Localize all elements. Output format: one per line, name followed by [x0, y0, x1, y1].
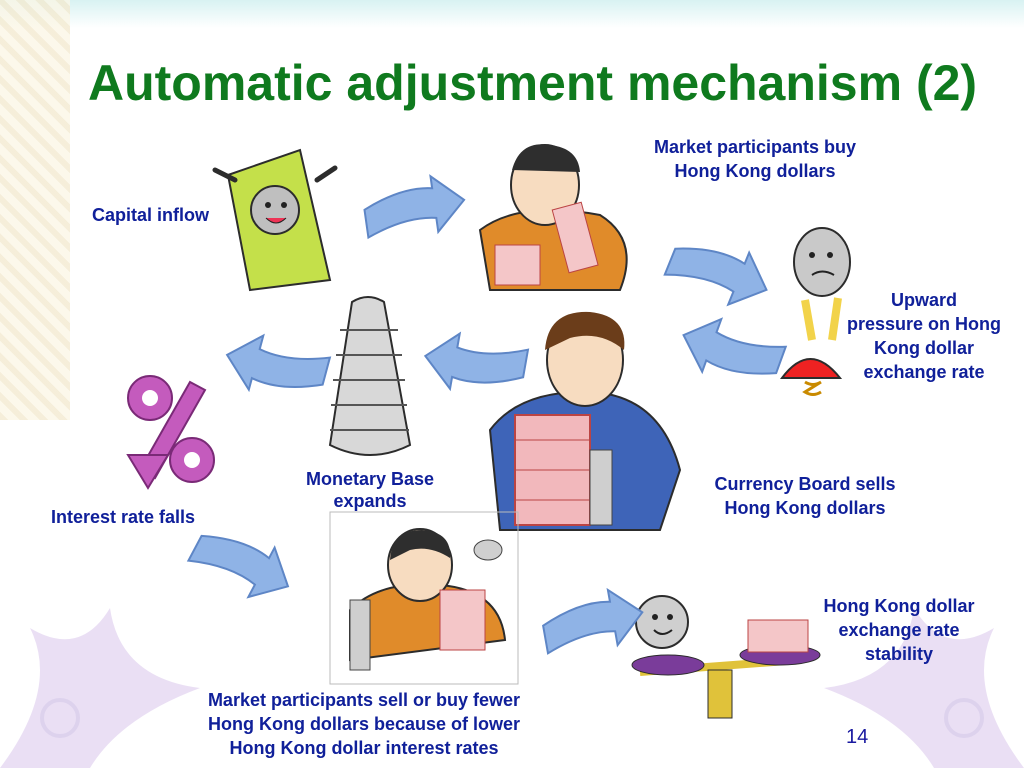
label-stability: Hong Kong dollar exchange rate stability — [823, 596, 975, 664]
arrow-to-currency-board — [672, 307, 789, 397]
arrow-to-buy — [360, 171, 469, 243]
page-number: 14 — [846, 726, 869, 748]
label-upward-pressure: Upward pressure on Hong Kong dollar exch… — [846, 290, 1002, 382]
coin-on-spring-illustration — [780, 227, 851, 396]
arrow-to-interest-rate — [218, 326, 332, 409]
man-selling-illustration — [329, 511, 519, 685]
currency-board-man-illustration — [488, 311, 682, 531]
label-capital-inflow: Capital inflow — [92, 205, 209, 225]
coin-slide-illustration — [212, 148, 338, 292]
arrow-to-stability — [537, 583, 649, 659]
man-buying-illustration — [478, 144, 628, 291]
corner-ornament-right — [824, 608, 1024, 768]
left-decor-pattern — [0, 0, 70, 420]
label-currency-board: Currency Board sells Hong Kong dollars — [714, 474, 896, 518]
label-monetary-base: Monetary Base expands — [305, 469, 435, 511]
percent-sign-illustration — [126, 375, 215, 490]
arrow-to-market-sell — [185, 513, 303, 613]
label-market-buy: Market participants buy Hong Kong dollar… — [653, 137, 857, 181]
label-market-sell: Market participants sell or buy fewer Ho… — [207, 690, 521, 758]
top-decor-band — [0, 0, 1024, 28]
arrow-to-upward-pressure — [662, 225, 778, 317]
balance-scale-illustration — [631, 595, 821, 719]
label-interest-rate: Interest rate falls — [50, 507, 196, 527]
slide-title: Automatic adjustment mechanism (2) — [88, 55, 978, 111]
coin-tower-illustration — [328, 296, 412, 456]
corner-ornament-left — [0, 608, 200, 768]
arrow-to-monetary-base — [419, 327, 530, 402]
